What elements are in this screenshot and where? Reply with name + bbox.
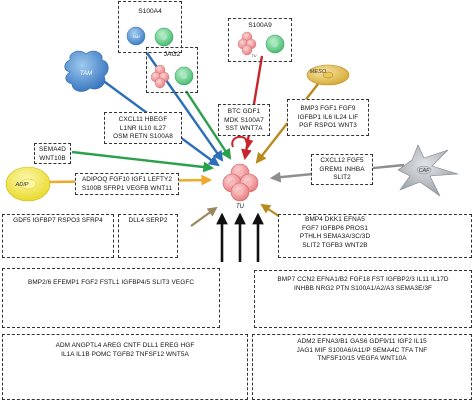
box-cxcl12: CXCL12 FGF5 GREM1 INHBA SLIT2 (311, 154, 373, 185)
tam-small-label: TAM (132, 35, 139, 39)
tam-label: TAM (80, 71, 92, 77)
box-cxcl11-text: CXCL11 HBEGF L1NR IL10 IL27 OSM RETN S10… (113, 116, 173, 141)
box-bmp3: BMP3 FGF1 FGF9 IGFBP1 IL6 IL24 LIF PGF R… (287, 99, 369, 136)
box-gdf5-text: GDF5 IGFBP7 RSPO3 SFRP4 (13, 217, 103, 224)
box-btc: BTC GDF1 MDK S100A7 SST WNT7A (218, 104, 270, 136)
box-dll4: DLL4 SERP2 (118, 214, 178, 258)
box-gdf5: GDF5 IGFBP7 RSPO3 SFRP4 (2, 214, 114, 258)
box-bmp7-text: BMP7 CCN2 EFNA1/B2 FGF18 FST IGFBP2/3 IL… (277, 276, 449, 292)
caf-cell: CAF (397, 144, 459, 197)
box-bmp7: BMP7 CCN2 EFNA1/B2 FGF18 FST IGFBP2/3 IL… (254, 270, 472, 328)
box-sema4d-text: SEMA4D WNT10B (39, 146, 66, 162)
box-adipoq: ADIPOQ FGF10 IGF1 LEFTY2 S100B SFRP1 VEG… (75, 173, 179, 195)
box-sema4d: SEMA4D WNT10B (34, 143, 71, 164)
box-bmp4-text: BMP4 DKK1 EFNA5 FGF7 IGFBP6 PROS1 PTHLH … (299, 216, 371, 249)
arrow-jag2-to-tu (184, 90, 232, 160)
caf-label: CAF (419, 168, 430, 174)
arrow-gdf5-to-tu (190, 206, 218, 227)
box-adm: ADM ANGPTL4 AREG CNTF DLL1 EREG HGF IL1A… (2, 334, 248, 400)
box-s100a4: S100A4 (118, 1, 182, 53)
box-btc-text: BTC GDF1 MDK S100A7 SST WNT7A (224, 108, 264, 133)
s100a9-box-cells: TU (237, 31, 285, 58)
arrow-sema4d-to-tu (71, 150, 215, 173)
box-adm2: ADM2 EFNA3/B1 GAS6 GDF9/11 IGF2 IL15 JAG… (252, 334, 472, 400)
box-bmp3-text: BMP3 FGF1 FGF9 IGFBP1 IL6 IL24 LIF PGF R… (297, 105, 359, 130)
tu-label: TU (236, 204, 245, 210)
meso-label: MESO (310, 69, 327, 75)
adip-label: ADIP (14, 182, 28, 188)
box-s100a9: S100A9 (228, 18, 292, 62)
box-bmp4: BMP4 DKK1 EFNA5 FGF7 IGFBP6 PROS1 PTHLH … (278, 214, 472, 258)
tu-small-label: TU (252, 54, 257, 58)
autocrine-loop-arrow (231, 135, 254, 149)
box-bmp26-text: BMP2/6 EFEMP1 FGF2 FSTL1 IGFBP4/5 SLIT3 … (27, 279, 195, 286)
box-jag2: JAG2 (146, 47, 198, 93)
box-bmp26: BMP2/6 EFEMP1 FGF2 FSTL1 IGFBP4/5 SLIT3 … (2, 268, 220, 328)
adip-cell: ADIP (5, 166, 51, 202)
meso-cell: MESO (306, 64, 350, 86)
box-s100a9-title: S100A9 (248, 22, 272, 29)
tam-cell: TAM (64, 50, 109, 92)
box-dll4-text: DLL4 SERP2 (128, 217, 168, 224)
box-adipoq-text: ADIPOQ FGF10 IGF1 LEFTY2 S100B SFRP1 VEG… (81, 176, 173, 192)
jag2-box-cells (150, 64, 194, 89)
s100a4-box-cells: TAM (126, 26, 174, 47)
box-s100a4-title: S100A4 (138, 8, 162, 15)
box-cxcl11: CXCL11 HBEGF L1NR IL10 IL27 OSM RETN S10… (104, 112, 182, 144)
box-jag2-title: JAG2 (163, 51, 181, 58)
tu-cell-cluster: TU (222, 163, 259, 210)
box-cxcl12-text: CXCL12 FGF5 GREM1 INHBA SLIT2 (319, 157, 365, 182)
box-adm-text: ADM ANGPTL4 AREG CNTF DLL1 EREG HGF IL1A… (55, 342, 195, 358)
box-adm2-text: ADM2 EFNA3/B1 GAS6 GDF9/11 IGF2 IL15 JAG… (296, 338, 428, 363)
